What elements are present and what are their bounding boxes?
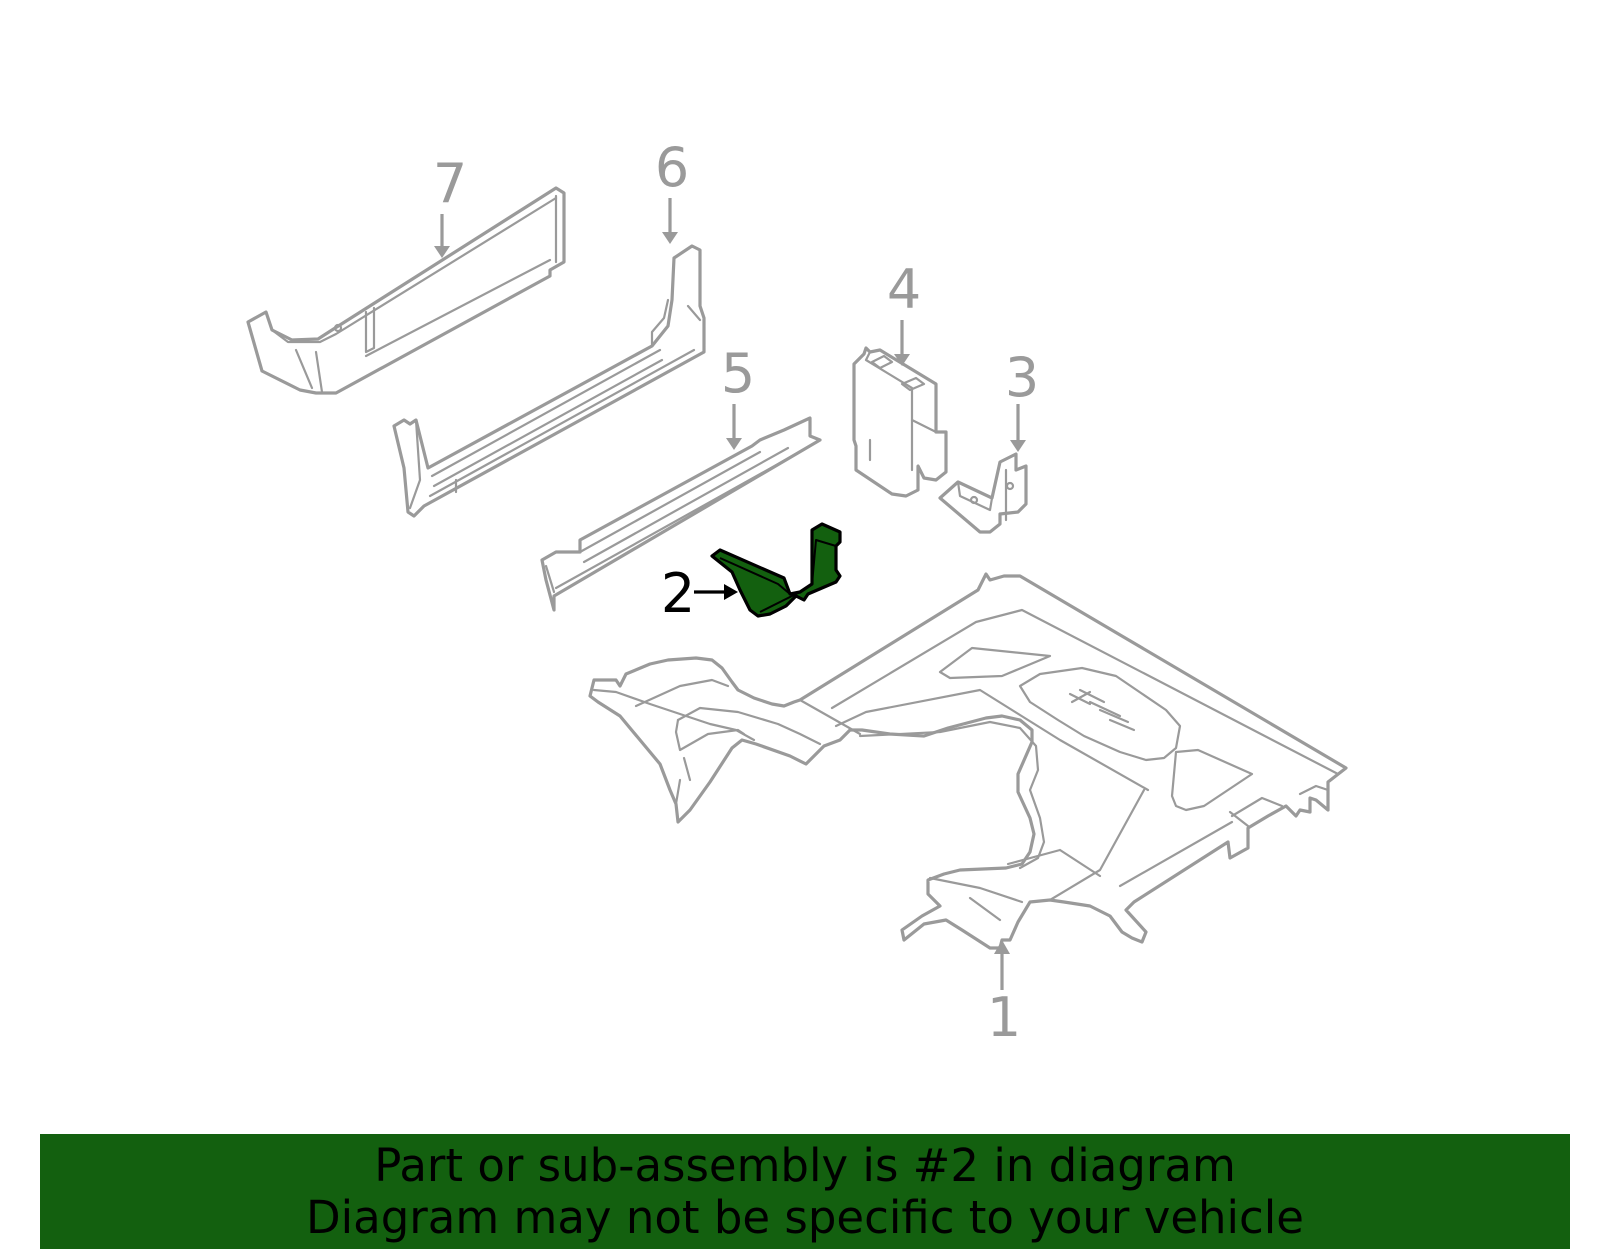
callout-3: 3	[1005, 346, 1039, 409]
banner-line-1: Part or sub-assembly is #2 in diagram	[374, 1138, 1236, 1192]
arrowhead-3	[1010, 440, 1026, 452]
part-1-floor-pan[interactable]	[588, 572, 1348, 950]
callout-labels: 7 6 5 4 3 2 1	[433, 136, 1039, 1049]
callout-arrows	[434, 198, 1026, 990]
callout-1: 1	[987, 986, 1021, 1049]
part-6-rocker-outer-panel[interactable]	[392, 244, 706, 518]
callout-4: 4	[887, 258, 921, 321]
arrowhead-5	[726, 438, 742, 450]
callout-7: 7	[433, 152, 467, 215]
part-7-rocker-inner-panel[interactable]	[246, 186, 566, 395]
arrowhead-7	[434, 246, 450, 258]
arrowhead-1	[994, 940, 1010, 954]
part-5-rocker-reinforcement[interactable]	[540, 416, 822, 612]
part-2-highlighted-bracket[interactable]	[710, 522, 842, 618]
callout-2: 2	[661, 562, 695, 625]
part-3-bracket[interactable]	[938, 452, 1028, 534]
part-4-bracket[interactable]	[852, 346, 948, 498]
banner-line-2: Diagram may not be specific to your vehi…	[306, 1190, 1304, 1244]
info-banner: Part or sub-assembly is #2 in diagram Di…	[40, 1134, 1570, 1249]
arrowhead-6	[662, 232, 678, 244]
callout-5: 5	[721, 342, 755, 405]
arrowhead-2	[724, 584, 738, 600]
arrowhead-4	[894, 354, 910, 366]
callout-6: 6	[655, 136, 689, 199]
